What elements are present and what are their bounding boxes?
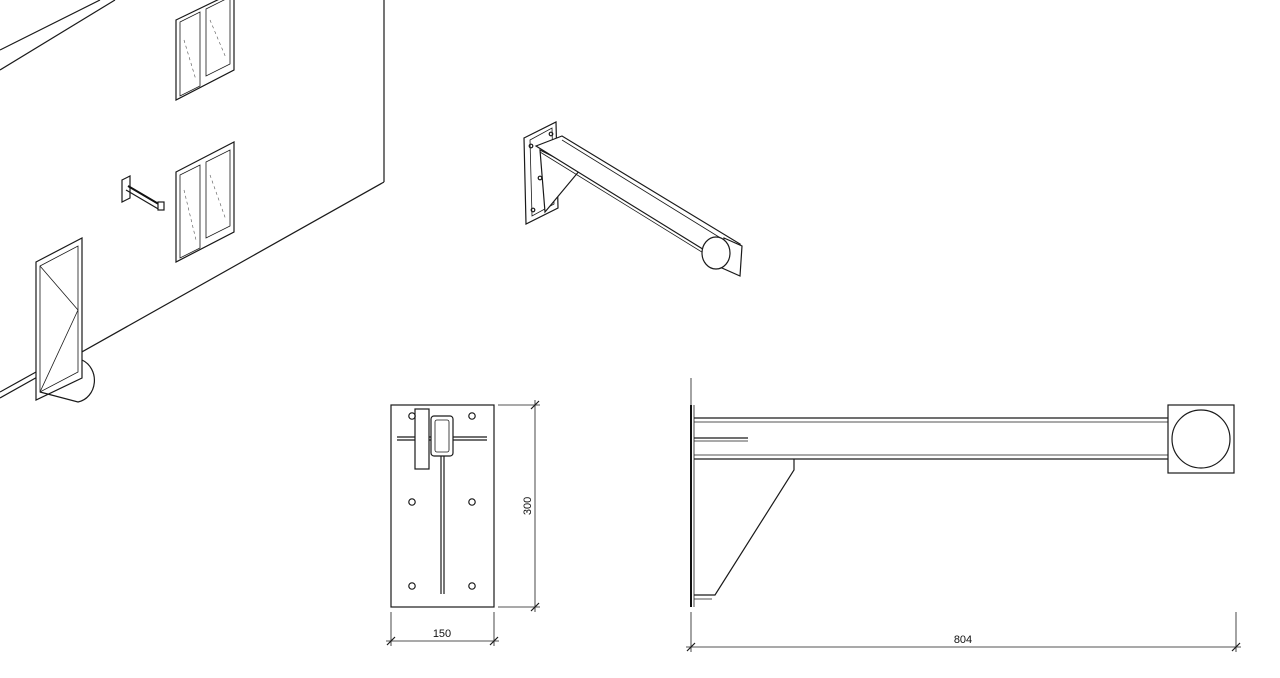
- upper-window: [175, 0, 235, 101]
- isometric-facade: [0, 0, 385, 403]
- dim-plate-width-label: 150: [433, 628, 451, 640]
- dim-plate-height-label: 300: [522, 497, 534, 515]
- plate-front-view: 300 150: [386, 400, 540, 646]
- facade-bracket-mini: [121, 175, 165, 211]
- bracket-isometric: [523, 121, 743, 277]
- dim-plate-width: 150: [386, 612, 499, 646]
- dim-plate-height: 300: [498, 400, 540, 612]
- dim-arm-length: 804: [686, 612, 1241, 652]
- door: [35, 237, 96, 403]
- dim-arm-length-label: 804: [954, 634, 972, 646]
- lower-window: [175, 141, 235, 263]
- bracket-side-view: 804: [686, 378, 1241, 652]
